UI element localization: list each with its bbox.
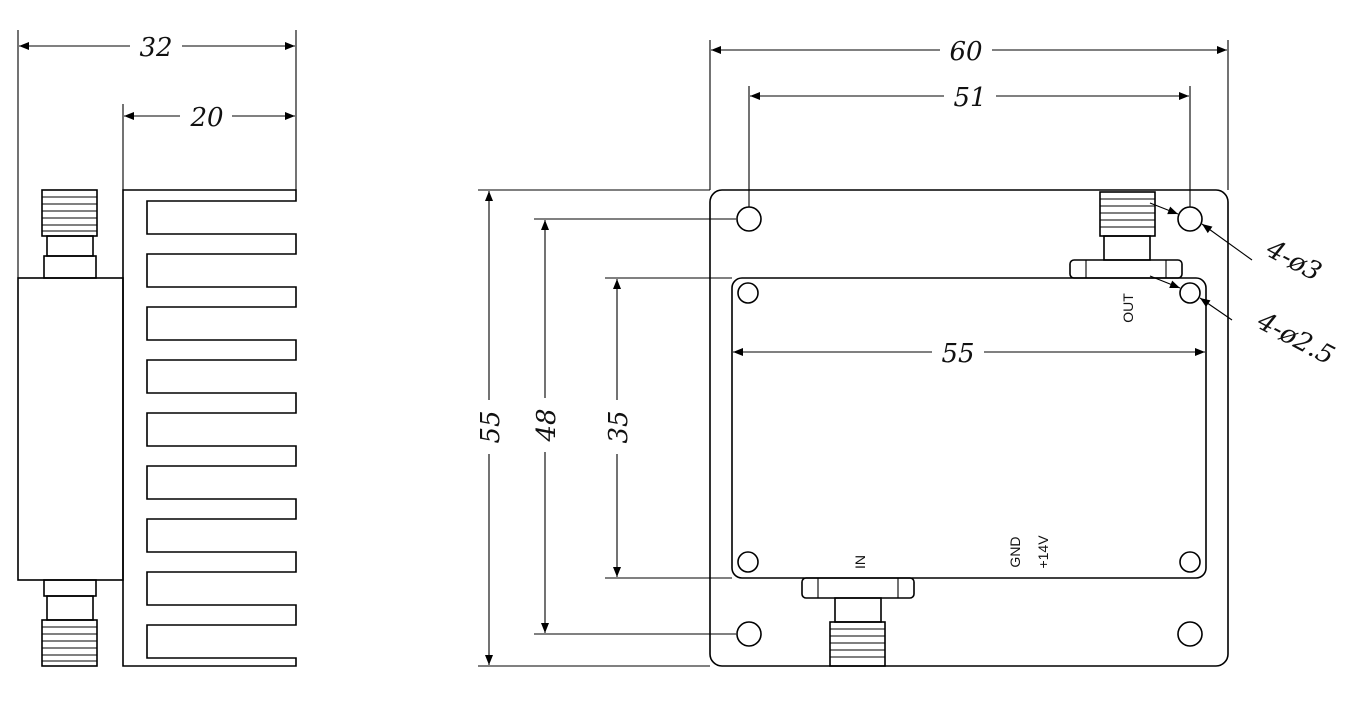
in-connector <box>801 577 915 667</box>
top-view: OUT IN GND +14V 60 51 55 <box>476 37 1339 667</box>
out-connector <box>1069 191 1183 279</box>
dim-top-hole-spacing-v-label: 48 <box>532 408 562 442</box>
dim-top-hole-spacing: 51 <box>748 83 1191 207</box>
mount-hole-small <box>737 282 759 304</box>
mount-hole-small <box>1179 282 1201 304</box>
mount-hole-large <box>736 621 762 647</box>
dim-top-height-label: 55 <box>476 410 506 443</box>
side-view: 32 20 <box>17 30 297 667</box>
dim-side-fin-depth-label: 20 <box>189 103 223 133</box>
dim-side-width: 32 <box>17 30 297 278</box>
in-label: IN <box>852 555 868 569</box>
mount-hole-large <box>1177 206 1203 232</box>
callout-large-holes: 4-ø3 <box>1149 202 1326 288</box>
callout-small-holes: 4-ø2.5 <box>1149 275 1339 372</box>
dim-inner-height-label: 35 <box>604 410 634 443</box>
mount-hole-large <box>1177 621 1203 647</box>
dim-top-hole-spacing-label: 51 <box>953 83 986 113</box>
top-outer-plate <box>709 189 1229 667</box>
dim-inner-width: 55 <box>733 339 1205 369</box>
dim-top-height: 55 <box>476 189 710 667</box>
dim-top-hole-spacing-v: 48 <box>532 218 736 635</box>
mount-hole-large <box>736 206 762 232</box>
dim-top-width-label: 60 <box>949 37 982 67</box>
out-label: OUT <box>1120 293 1136 323</box>
dim-inner-width-label: 55 <box>941 339 974 369</box>
power-label: +14V <box>1035 535 1051 569</box>
mount-hole-small <box>1179 551 1201 573</box>
side-connector-bottom <box>41 579 98 667</box>
callout-large-holes-label: 4-ø3 <box>1260 234 1326 288</box>
side-body <box>17 277 124 581</box>
gnd-label: GND <box>1007 536 1023 567</box>
callout-small-holes-label: 4-ø2.5 <box>1251 306 1339 372</box>
dim-side-fin-depth: 20 <box>122 103 295 190</box>
mount-hole-small <box>737 551 759 573</box>
dim-inner-height: 35 <box>604 277 732 579</box>
side-connector-top <box>41 189 98 279</box>
dim-top-width: 60 <box>709 37 1229 190</box>
top-inner-body <box>731 277 1207 579</box>
dim-side-width-label: 32 <box>139 33 172 63</box>
heatsink-fins <box>122 189 297 667</box>
